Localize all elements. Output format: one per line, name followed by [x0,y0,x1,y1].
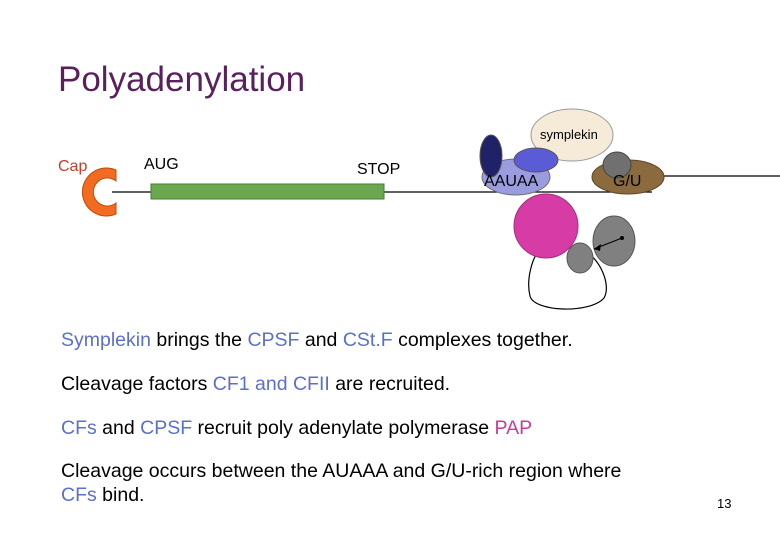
stop-label: STOP [357,161,400,178]
bullet-text-run: CF1 and CFII [212,373,330,395]
cpsf-subunit-light [513,147,559,173]
gu-label: G/U [613,173,641,190]
aauaa-label: AAUAA [484,173,539,190]
bullet-text-run: and [299,329,343,351]
bullet-text-run: Cleavage occurs between the AUAAA and G/… [61,460,622,482]
bullet-3: CFs and CPSF recruit poly adenylate poly… [61,416,532,440]
cap-structure [81,167,117,217]
cpsf-subunit-dark [479,134,503,178]
coding-region-bar [150,183,385,200]
bullet-4-line-1: Cleavage occurs between the AUAAA and G/… [61,459,621,483]
bullet-text-run: CFs [61,484,97,506]
slide-title: Polyadenylation [58,60,306,99]
bullet-text-run: CFs [61,417,97,439]
pap-enzyme [513,193,579,259]
bullet-1: Symplekin brings the CPSF and CSt.F comp… [61,328,573,352]
symplekin-label: symplekin [540,127,598,142]
page-number: 13 [717,496,732,511]
bullet-text-run: recruit poly adenylate polymerase [192,417,495,439]
bullet-text-run: brings the [150,329,248,351]
bullet-text-run: are recruited. [329,373,451,395]
cf1-factor [566,242,594,274]
bullet-text-run: and [96,417,141,439]
cstf-subunit [602,151,632,179]
bullet-text-run: CSt.F [342,329,393,351]
aug-label: AUG [144,156,179,173]
rna-loop [528,247,607,310]
symplekin-protein [530,108,614,162]
bullet-2: Cleavage factors CF1 and CFII are recrui… [61,372,450,396]
bullet-text-run: Cleavage factors [61,373,213,395]
bullet-text-run: CPSF [247,329,300,351]
bullet-text-run: bind. [96,484,145,506]
bullet-text-run: CPSF [140,417,193,439]
bullet-text-run: complexes together. [392,329,573,351]
cap-label: Cap [58,158,87,175]
cleavage-arrow-dot [620,236,624,240]
bullet-text-run: PAP [494,417,533,439]
cleavage-arrow-head [594,244,601,251]
bullet-text-run: Symplekin [61,329,151,351]
bullet-4-line-2: CFs bind. [61,483,144,507]
